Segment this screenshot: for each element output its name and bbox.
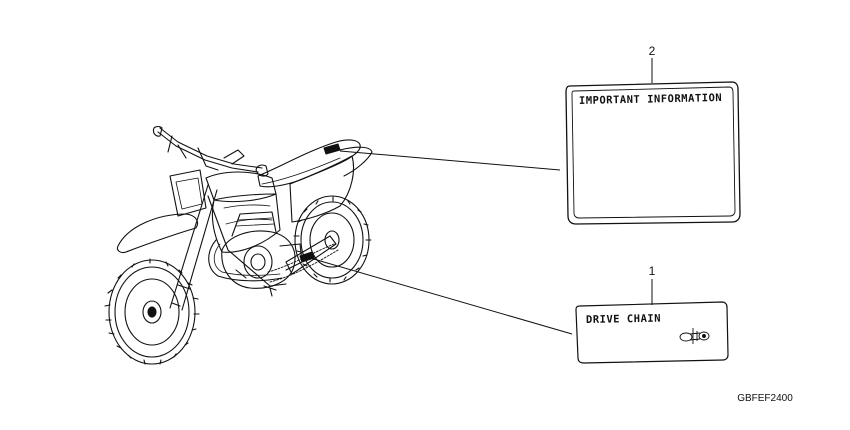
front-wheel bbox=[104, 258, 200, 365]
radiator-shroud bbox=[211, 193, 281, 253]
exhaust-pipe bbox=[208, 239, 283, 282]
swingarm bbox=[285, 235, 337, 275]
front-fork bbox=[169, 184, 218, 311]
label-marker-swingarm bbox=[299, 251, 315, 263]
diagram-code: GBFEF2400 bbox=[737, 393, 793, 404]
seat bbox=[257, 139, 361, 188]
label-2-text: IMPORTANT INFORMATION bbox=[579, 92, 722, 107]
label-drive-chain: 1 DRIVE CHAIN bbox=[575, 264, 729, 364]
side-panel bbox=[289, 155, 355, 223]
number-plate bbox=[169, 169, 207, 217]
dirt-bike-illustration bbox=[104, 125, 373, 365]
label-important-information: 2 IMPORTANT INFORMATION bbox=[565, 44, 741, 225]
rear-fender bbox=[339, 146, 373, 177]
front-fender bbox=[116, 213, 199, 254]
label-1-text: DRIVE CHAIN bbox=[586, 313, 661, 326]
leader-line-1 bbox=[309, 257, 573, 335]
label-marker-seat bbox=[323, 143, 341, 155]
callout-number-1: 1 bbox=[649, 264, 656, 278]
chain-adjuster-icon bbox=[679, 328, 710, 344]
handlebars bbox=[152, 125, 269, 177]
engine bbox=[221, 211, 303, 289]
frame bbox=[207, 195, 287, 287]
leader-line-2 bbox=[339, 150, 561, 171]
rear-wheel bbox=[293, 195, 372, 285]
callout-number-2: 2 bbox=[649, 44, 656, 58]
